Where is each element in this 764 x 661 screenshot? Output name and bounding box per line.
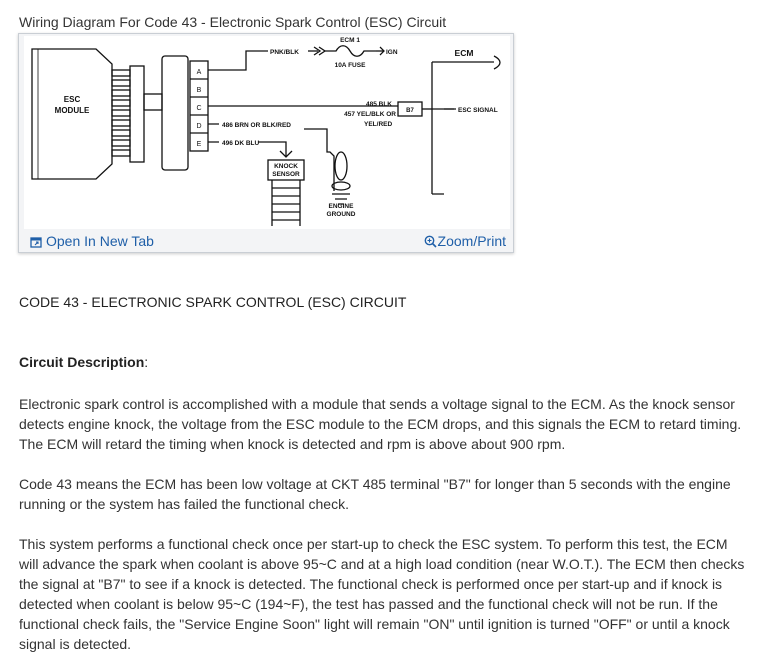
wire-486 (208, 123, 335, 191)
ecm-box (431, 61, 494, 194)
circuit-description-label: Circuit Description (19, 354, 145, 370)
terminal-b: B (197, 87, 202, 94)
engine-ground-label-2: GROUND (327, 211, 356, 218)
ecm-fuse-label: ECM 1 (340, 37, 360, 44)
wire-pnk-blk (208, 50, 268, 71)
open-new-tab-label: Open In New Tab (46, 233, 154, 249)
paragraph-2: Code 43 means the ECM has been low volta… (19, 476, 731, 512)
open-new-tab-link[interactable]: Open In New Tab (30, 233, 154, 249)
circuit-description-heading: Circuit Description: (19, 354, 148, 370)
figure-title: Wiring Diagram For Code 43 - Electronic … (19, 14, 447, 30)
figure-actions: Open In New Tab Zoom/Print (19, 230, 513, 252)
knock-sensor-label-1: KNOCK (274, 163, 298, 170)
wire-496-dk-blu (208, 141, 287, 156)
wiring-diagram-figure: ESC MODULE A B C D E PNK/BLK ECM 1 10A F… (18, 33, 514, 253)
wire-457-label-2: YEL/RED (364, 121, 392, 128)
knock-sensor-box (267, 159, 305, 181)
paragraph-3: This system performs a functional check … (19, 536, 745, 652)
engine-ground-eyelet (334, 151, 348, 181)
circuit-description-colon: : (144, 354, 149, 370)
esc-module-shape (31, 48, 113, 180)
wiring-diagram-svg: ESC MODULE A B C D E PNK/BLK ECM 1 10A F… (31, 37, 501, 226)
paragraph-1: Electronic spark control is accomplished… (19, 396, 742, 452)
connector-latch (143, 93, 163, 111)
terminal-e: E (197, 141, 202, 148)
wiring-diagram[interactable]: ESC MODULE A B C D E PNK/BLK ECM 1 10A F… (24, 36, 510, 229)
esc-signal-label: ESC SIGNAL (458, 107, 498, 114)
fuse-symbol (325, 45, 376, 57)
ecm-label: ECM (455, 48, 474, 58)
b7-label: B7 (406, 108, 414, 114)
ign-label: IGN (386, 49, 398, 56)
pnk-blk-label: PNK/BLK (270, 49, 299, 56)
wire-457-label-1: 457 YEL/BLK OR (344, 111, 396, 118)
terminal-a: A (197, 69, 202, 76)
wire-496-label: 496 DK BLU (222, 140, 260, 147)
section-heading: CODE 43 - ELECTRONIC SPARK CONTROL (ESC)… (19, 294, 407, 310)
engine-ground-label-1: ENGINE (329, 203, 355, 210)
esc-module-label-1: ESC (64, 95, 81, 104)
connector-pins (111, 69, 131, 157)
zoom-print-link[interactable]: Zoom/Print (424, 233, 506, 249)
wire-486-label: 486 BRN OR BLK/RED (222, 122, 291, 129)
esc-module-label-2: MODULE (55, 106, 90, 115)
new-tab-icon (30, 237, 42, 248)
terminal-c: C (196, 105, 201, 112)
fuse-rating-label: 10A FUSE (335, 62, 366, 69)
magnifier-icon (424, 235, 437, 248)
terminal-d: D (196, 123, 201, 130)
zoom-print-label: Zoom/Print (437, 233, 506, 249)
wire-485-label: 485 BLK (366, 101, 392, 108)
knock-sensor-label-2: SENSOR (272, 171, 300, 178)
